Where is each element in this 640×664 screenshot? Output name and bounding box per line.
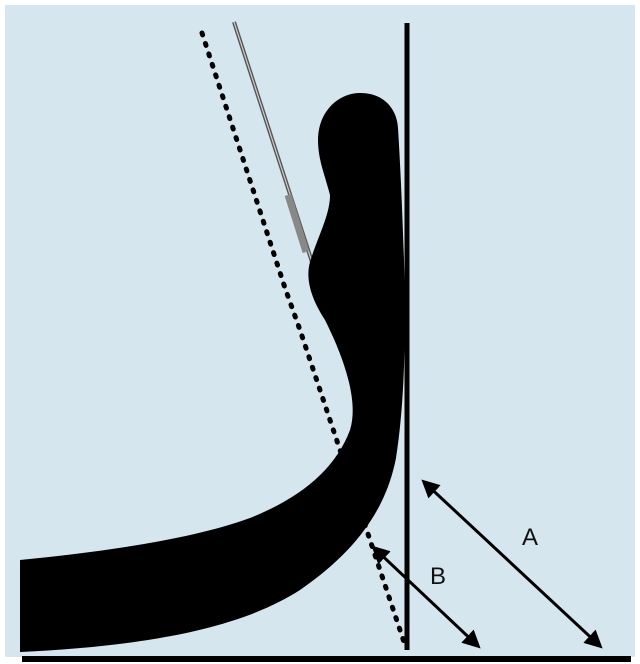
arrow-b xyxy=(371,545,481,649)
label-a: A xyxy=(522,524,538,551)
label-b: B xyxy=(430,563,446,590)
arrow-a xyxy=(421,479,603,649)
endoscope-body xyxy=(20,93,405,652)
instrument-sheath xyxy=(284,193,310,254)
